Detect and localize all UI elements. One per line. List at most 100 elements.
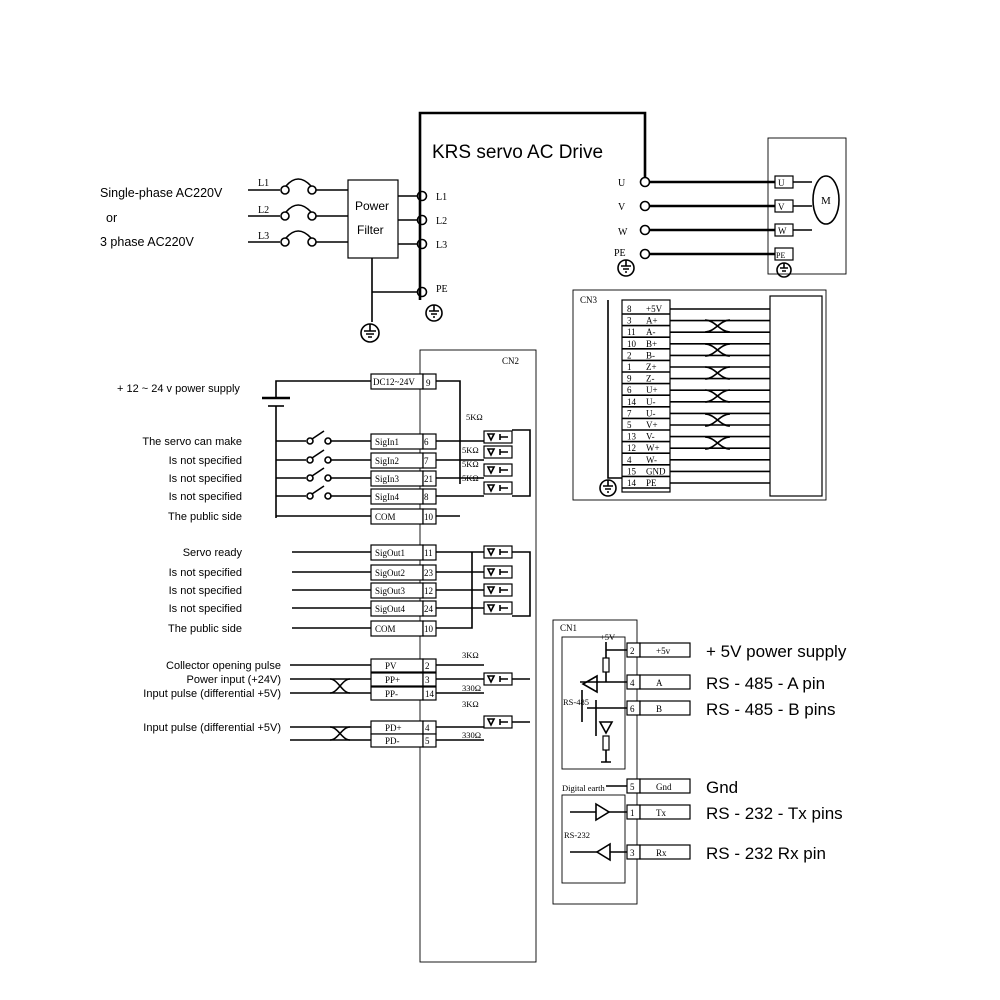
cn2-pulse-row: PD-5: [290, 733, 484, 748]
svg-text:RS-232: RS-232: [564, 830, 590, 840]
cn3-pin-row: 6 U+: [622, 385, 770, 396]
cn2-output-name: SigOut3: [375, 586, 406, 596]
ground-icon: [360, 323, 380, 343]
cn2-input-name: SigIn4: [375, 492, 400, 502]
rs232-rx-icon: [595, 842, 611, 862]
three-phase-label: 3 phase AC220V: [100, 235, 194, 249]
cn3-pin-number: 13: [627, 432, 637, 442]
drive-l1-label: L1: [436, 192, 447, 203]
cn3-pin-name: PE: [646, 478, 657, 488]
cn1-pin-name: +5v: [656, 646, 671, 656]
line-label-l3: L3: [258, 231, 269, 242]
drive-top-border: [418, 111, 647, 300]
cn3-pin-number: 8: [627, 304, 632, 314]
svg-text:DC12~24V: DC12~24V: [373, 377, 415, 387]
cn2-output-pin: 12: [424, 586, 433, 596]
cn3-pin-name: U-: [646, 408, 656, 418]
cn2-input-name: COM: [375, 512, 396, 522]
svg-text:5KΩ: 5KΩ: [462, 473, 479, 483]
cn2-input-pin: 10: [424, 512, 434, 522]
cn1-pin-desc: RS - 232 - Tx pins: [706, 804, 843, 823]
twisted-pair: [704, 436, 731, 450]
svg-text:+5V: +5V: [600, 632, 616, 642]
cn2-output-desc: Is not specified: [169, 603, 242, 615]
cn3-pin-name: U+: [646, 385, 658, 395]
power-filter-label-1: Power: [355, 199, 389, 213]
svg-text:330Ω: 330Ω: [462, 730, 481, 740]
cn1-pin-number: 6: [630, 704, 635, 714]
cn2-input-pin: 6: [424, 437, 429, 447]
cn3-pin-number: 15: [627, 466, 637, 476]
motor-housing: [767, 137, 847, 275]
cn2-input-pin: 8: [424, 492, 429, 502]
cn3-pin-number: 7: [627, 408, 632, 418]
cn3-pin-name: W+: [646, 443, 660, 453]
cn3-pin-number: 4: [627, 455, 632, 465]
cn2-label: CN2: [502, 356, 519, 366]
drive-pe2-label: PE: [614, 248, 626, 259]
ground-icon: [425, 304, 443, 322]
cn3-pin-row: 15 GND: [622, 466, 770, 478]
cn3-pin-name: V+: [646, 420, 658, 430]
ground-icon: [776, 262, 792, 278]
cn3-pin-name: Z-: [646, 374, 655, 384]
twisted-pair: [329, 678, 351, 694]
cn2-pulse-pin: 14: [425, 689, 435, 699]
cn2-pulse-name: PD+: [385, 723, 402, 733]
cn1-pin-desc: RS - 232 Rx pin: [706, 844, 826, 863]
cn3-pin-number: 14: [627, 478, 637, 488]
cn3-pin-row: 7 U-: [622, 408, 770, 420]
svg-text:330Ω: 330Ω: [462, 683, 481, 693]
cn3-pin-name: A-: [646, 327, 656, 337]
cn1-pin-number: 3: [630, 848, 635, 858]
cn3-pin-number: 9: [627, 374, 632, 384]
cn2-input-name: SigIn1: [375, 437, 399, 447]
cn3-pin-number: 6: [627, 385, 632, 395]
cn1-pin-number: 1: [630, 808, 635, 818]
terminal-l2: [416, 214, 428, 226]
cn2-output-pin: 24: [424, 604, 434, 614]
twisted-pair: [704, 413, 731, 427]
cn3-pin-name: GND: [646, 466, 666, 476]
cn1-pin-name: B: [656, 704, 662, 714]
drive-v-label: V: [618, 202, 626, 213]
line-label-l2: L2: [258, 205, 269, 216]
cn2-input-pin: 7: [424, 456, 429, 466]
cn2-pulse-name: PD-: [385, 736, 400, 746]
cn1-pin-name: Rx: [656, 848, 667, 858]
cn1-pin-number: 4: [630, 678, 635, 688]
cn1-label: CN1: [560, 623, 577, 633]
svg-text:U: U: [778, 178, 785, 188]
cn2-output-desc: Servo ready: [183, 547, 243, 559]
cn2-pulse-desc: Input pulse (differential +5V): [143, 722, 281, 734]
cn3-pin-number: 1: [627, 362, 632, 372]
cn3-pin-number: 10: [627, 339, 637, 349]
cn1-pin-desc: Gnd: [706, 778, 738, 797]
cn2-pulse-pin: 3: [425, 675, 430, 685]
cn3-pin-name: W-: [646, 455, 657, 465]
drive-w-label: W: [618, 227, 628, 238]
drive-l2-label: L2: [436, 216, 447, 227]
cn2-output-desc: Is not specified: [169, 585, 242, 597]
cn2-output-desc: The public side: [168, 623, 242, 635]
svg-text:5KΩ: 5KΩ: [466, 412, 483, 422]
cn1-pin-row: 2+5v+ 5V power supply: [626, 642, 847, 661]
switch-icon: [311, 449, 325, 459]
rs485-receiver-icon: [598, 721, 614, 735]
motor-symbol: [812, 175, 840, 225]
cn2-output-pin: 10: [424, 624, 434, 634]
cn2-pulse-pin: 2: [425, 661, 430, 671]
cn2-output-name: SigOut2: [375, 568, 405, 578]
cn1-pin-row: 3 Rx RS - 232 Rx pin: [626, 844, 826, 863]
cn1-pin-desc: RS - 485 - B pins: [706, 700, 835, 719]
twisted-pair: [704, 343, 731, 357]
